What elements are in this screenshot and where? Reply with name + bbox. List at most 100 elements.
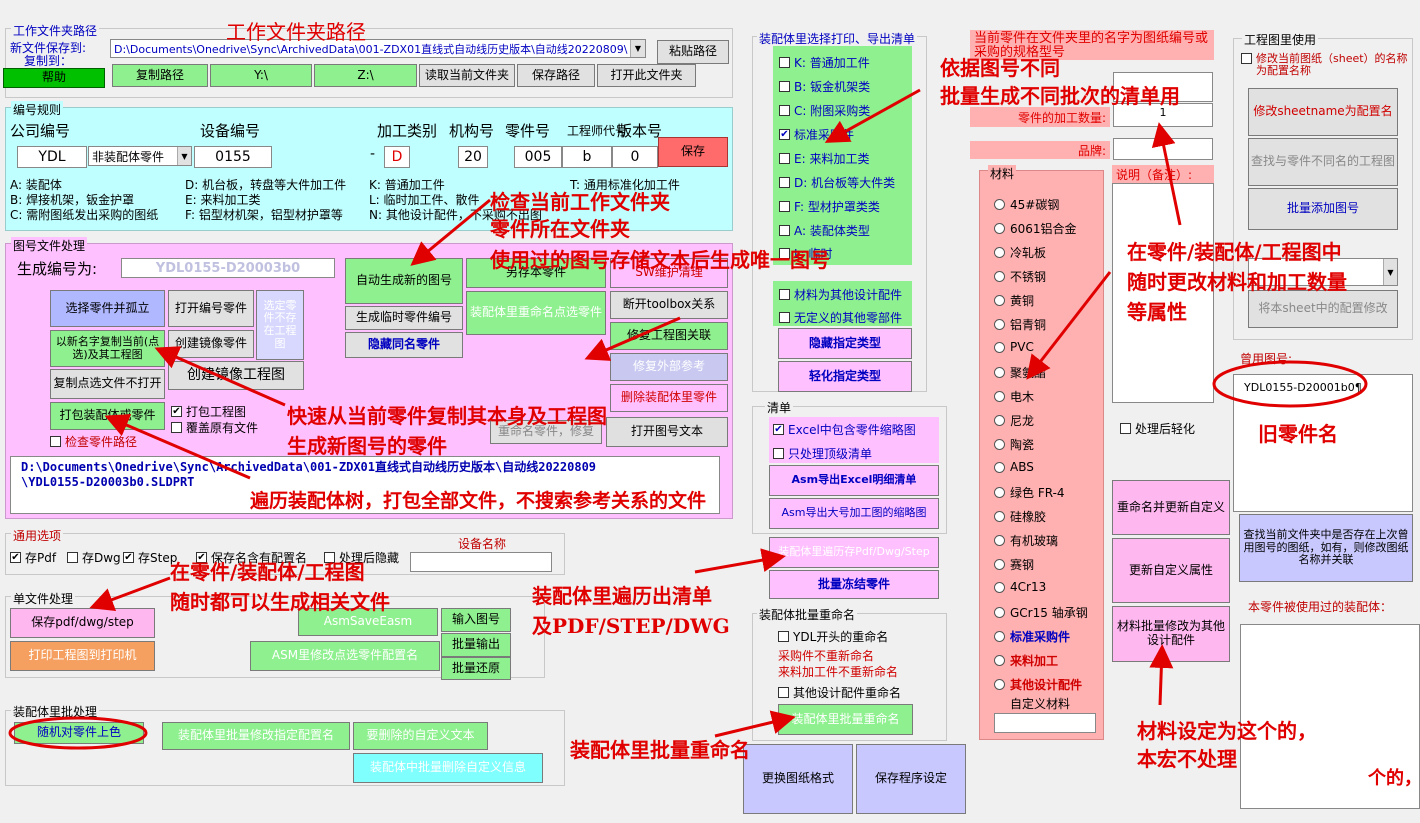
list-item-a[interactable]: A: 装配体类型 <box>779 222 870 239</box>
undefined-other-checkbox[interactable]: 无定义的其他零部件 <box>779 309 902 326</box>
used-number-textbox[interactable]: YDL0155-D20001b0¶ <box>1233 374 1413 512</box>
top-only-checkbox[interactable]: 只处理顶级清单 <box>773 445 872 462</box>
batch-freeze-button[interactable]: 批量冻结零件 <box>769 570 939 599</box>
save-dwg-checkbox[interactable]: 存Dwg <box>67 549 121 566</box>
list-item-c[interactable]: C: 附图采购类 <box>779 102 870 119</box>
create-mirror-part-button[interactable]: 创建镜像零件 <box>168 330 254 358</box>
open-numbered-button[interactable]: 打开编号零件 <box>168 290 254 327</box>
save-as-part-button[interactable]: 另存本零件 <box>466 258 606 288</box>
open-folder-button[interactable]: 打开此文件夹 <box>597 64 696 87</box>
modify-sheet-config-button[interactable]: 将本sheet中的配置修改 <box>1248 290 1398 328</box>
repair-dwg-button[interactable]: 修复工程图关联 <box>610 322 728 350</box>
material-radio-other[interactable]: 其他设计配件 <box>994 676 1082 693</box>
batch-restore-button[interactable]: 批量还原 <box>441 657 511 680</box>
change-format-button[interactable]: 更换图纸格式 <box>743 744 853 814</box>
find-diff-dwg-button[interactable]: 查找与零件不同名的工程图 <box>1248 138 1398 186</box>
type-select[interactable]: 非装配体零件 ▼ <box>88 146 192 166</box>
material-radio-11[interactable]: ABS <box>994 460 1034 474</box>
part-input[interactable]: 005 <box>514 146 562 168</box>
list-item-f[interactable]: F: 型材护罩类类 <box>779 198 880 215</box>
check-path-checkbox[interactable]: 检查零件路径 <box>50 433 137 450</box>
open-dwg-text-button[interactable]: 打开图号文本 <box>606 417 728 447</box>
batch-export-button[interactable]: 批量输出 <box>441 633 511 657</box>
pack-asm-button[interactable]: 打包装配体或零件 <box>50 402 165 430</box>
other-rename-checkbox[interactable]: 其他设计配件重命名 <box>778 684 901 701</box>
break-toolbox-button[interactable]: 断开toolbox关系 <box>610 291 728 319</box>
list-item-standard[interactable]: ✔标准采购件 <box>779 126 854 143</box>
path-textbox[interactable]: D:\Documents\Onedrive\Sync\ArchivedData\… <box>10 456 720 514</box>
delete-custom-button[interactable]: 要删除的自定义文本 <box>353 722 488 750</box>
material-radio-10[interactable]: 陶瓷 <box>994 436 1034 453</box>
copy-no-open-button[interactable]: 复制点选文件不打开 <box>50 369 165 399</box>
sw-cleanup-button[interactable]: SW维护清理 <box>610 258 728 288</box>
lighten-after-checkbox[interactable]: 处理后轻化 <box>1120 420 1195 437</box>
excel-thumb-checkbox[interactable]: ✔Excel中包含零件缩略图 <box>773 421 916 438</box>
material-radio-2[interactable]: 冷轧板 <box>994 244 1046 261</box>
input-number-button[interactable]: 输入图号 <box>441 608 511 632</box>
copy-path-button[interactable]: 复制路径 <box>112 64 208 87</box>
save-pdf-checkbox[interactable]: ✔存Pdf <box>10 549 56 566</box>
auto-gen-number-button[interactable]: 自动生成新的图号 <box>345 258 463 304</box>
help-button[interactable]: 帮助 <box>3 68 105 88</box>
gen-temp-number-button[interactable]: 生成临时零件编号 <box>345 306 463 330</box>
process-input[interactable]: D <box>384 146 410 168</box>
qty-input[interactable]: 1 <box>1113 103 1213 127</box>
part-name-input[interactable] <box>1113 72 1213 102</box>
material-radio-6[interactable]: PVC <box>994 340 1034 354</box>
asm-rename-selected-button[interactable]: 装配体里重命名点选零件 <box>466 291 606 335</box>
rename-update-button[interactable]: 重命名并更新自定义 <box>1112 480 1230 535</box>
list-item-l[interactable]: L: 临时 <box>779 245 833 262</box>
batch-material-button[interactable]: 材料批量修改为其他设计配件 <box>1112 606 1230 662</box>
material-radio-1[interactable]: 6061铝合金 <box>994 220 1077 237</box>
material-radio-8[interactable]: 电木 <box>994 388 1034 405</box>
save-pdf-dwg-step-button[interactable]: 保存pdf/dwg/step <box>10 608 155 638</box>
hide-type-button[interactable]: 隐藏指定类型 <box>778 328 912 359</box>
export-excel-button[interactable]: Asm导出Excel明细清单 <box>769 465 939 496</box>
material-radio-15[interactable]: 赛钢 <box>994 556 1034 573</box>
create-mirror-dwg-button[interactable]: 创建镜像工程图 <box>168 361 304 390</box>
asm-modify-config-button[interactable]: ASM里修改点选零件配置名 <box>250 641 440 671</box>
config-select[interactable]: ▼ <box>1248 258 1398 286</box>
batch-config-button[interactable]: 装配体里批量修改指定配置名 <box>162 722 350 750</box>
device-name-input[interactable] <box>410 552 552 572</box>
used-in-asm-list[interactable] <box>1240 624 1420 809</box>
material-radio-5[interactable]: 铝青铜 <box>994 316 1046 333</box>
material-radio-9[interactable]: 尼龙 <box>994 412 1034 429</box>
gen-number-input[interactable]: YDL0155-D20003b0 <box>121 258 335 278</box>
find-used-number-button[interactable]: 查找当前文件夹中是否存在上次曾用图号的图纸，如有，则修改图纸名称并关联 <box>1239 514 1413 582</box>
z-drive-button[interactable]: Z:\ <box>314 64 417 87</box>
hide-after-checkbox[interactable]: 处理后隐藏 <box>324 549 399 566</box>
ydl-rename-checkbox[interactable]: YDL开头的重命名 <box>778 628 888 645</box>
save-all-config-checkbox[interactable]: ✔保存名含有配置名 <box>196 549 307 566</box>
print-dwg-button[interactable]: 打印工程图到打印机 <box>10 641 155 671</box>
list-item-b[interactable]: B: 钣金机架类 <box>779 78 870 95</box>
paste-path-button[interactable]: 粘贴路径 <box>657 40 729 64</box>
read-folder-button[interactable]: 读取当前文件夹 <box>419 64 515 87</box>
list-item-e[interactable]: E: 来料加工类 <box>779 150 869 167</box>
material-radio-14[interactable]: 有机玻璃 <box>994 532 1058 549</box>
list-item-d[interactable]: D: 机台板等大件类 <box>779 174 895 191</box>
batch-rename-button[interactable]: 装配体里批量重命名 <box>778 704 913 735</box>
mechanism-input[interactable]: 20 <box>458 146 488 168</box>
company-input[interactable]: YDL <box>17 146 87 168</box>
sheet-config-checkbox[interactable]: 修改当前图纸（sheet）的名称为配置名称 <box>1241 53 1411 77</box>
save-step-checkbox[interactable]: ✔存Step <box>123 549 177 566</box>
rename-sheet-button[interactable]: 修改sheetname为配置名 <box>1248 88 1398 136</box>
workpath-select[interactable]: D:\Documents\Onedrive\Sync\ArchivedData\… <box>110 39 646 58</box>
hide-same-name-button[interactable]: 隐藏同名零件 <box>345 332 463 358</box>
list-item-k[interactable]: K: 普通加工件 <box>779 54 870 71</box>
batch-delete-custom-button[interactable]: 装配体中批量删除自定义信息 <box>353 753 543 783</box>
engineer-input[interactable]: b <box>562 146 612 168</box>
material-radio-12[interactable]: 绿色 FR-4 <box>994 484 1065 501</box>
traverse-save-button[interactable]: 装配体里遍历存Pdf/Dwg/Step <box>769 537 939 568</box>
material-radio-7[interactable]: 聚氨酯 <box>994 364 1046 381</box>
lighten-type-button[interactable]: 轻化指定类型 <box>778 361 912 392</box>
note-textarea[interactable] <box>1112 183 1214 403</box>
asm-save-easm-button[interactable]: AsmSaveEasm <box>298 608 438 636</box>
material-radio-incoming[interactable]: 来料加工 <box>994 652 1058 669</box>
material-radio-standard[interactable]: 标准采购件 <box>994 628 1070 645</box>
material-radio-17[interactable]: GCr15 轴承钢 <box>994 604 1088 621</box>
save-settings-button[interactable]: 保存程序设定 <box>856 744 966 814</box>
material-other-checkbox[interactable]: 材料为其他设计配件 <box>779 286 902 303</box>
pack-dwg-checkbox[interactable]: ✔打包工程图 <box>171 403 246 420</box>
